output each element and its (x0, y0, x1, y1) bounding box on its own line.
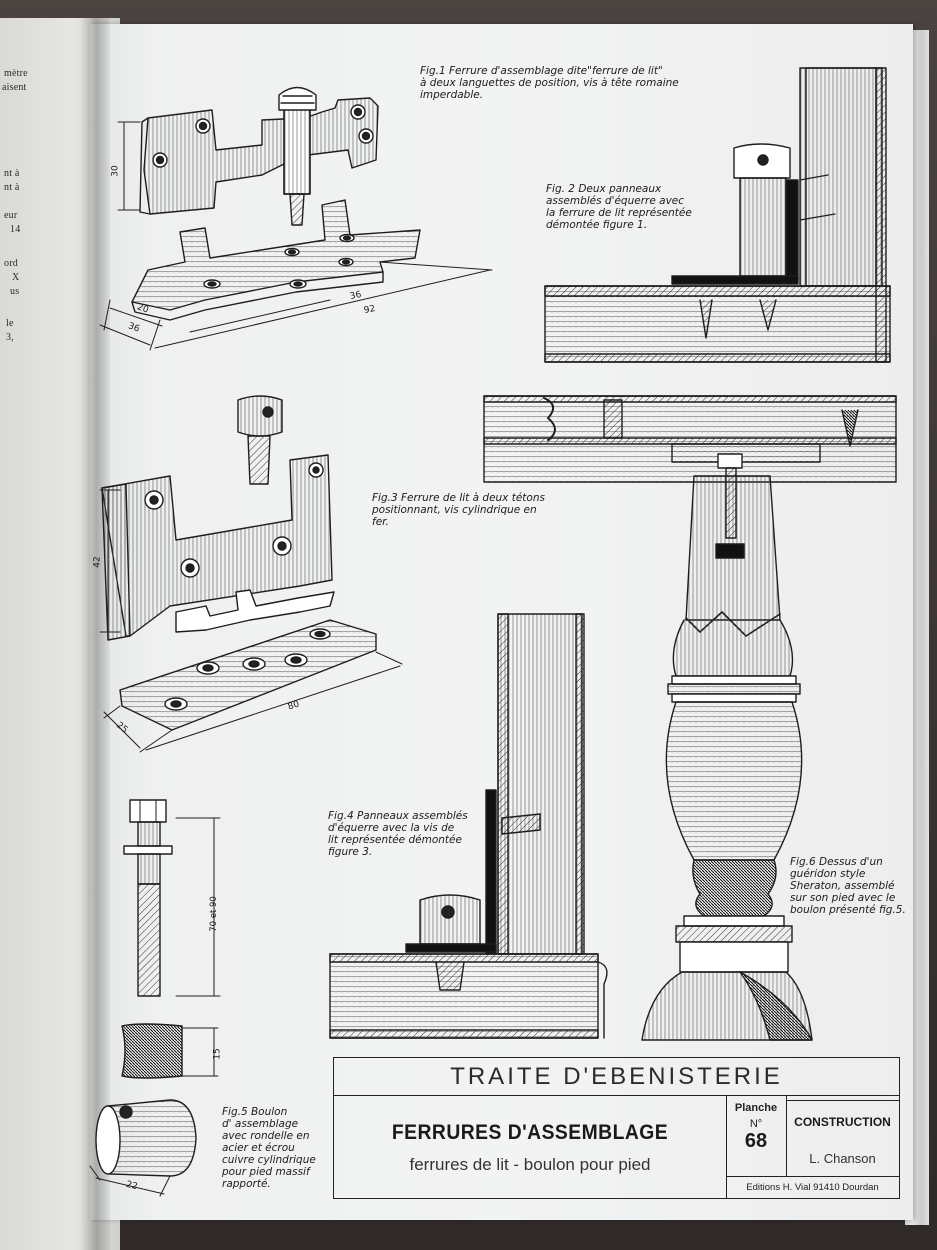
fig6-table-top (483, 395, 897, 483)
plate-subheading: ferrures de lit - boulon pour pied (409, 1155, 651, 1174)
caption-fig1: Fig.1 Ferrure d'assemblage dite"ferrure … (420, 65, 679, 101)
left-page-fragment: nt à (4, 168, 20, 179)
caption-fig3: Fig.3 Ferrure de lit à deux tétons posit… (372, 492, 545, 528)
fig5-bolt (89, 799, 221, 1197)
dim-fig3-height: 42 (92, 556, 103, 568)
left-page-fragment: us (10, 286, 20, 297)
fig3-bed-fitting (99, 395, 403, 753)
dim-fig1-height: 30 (110, 165, 121, 177)
caption-fig5: Fig.5 Boulon d' assemblage avec rondelle… (222, 1106, 316, 1190)
dim-fig1-c: 36 (349, 289, 363, 303)
dim-fig5-nut: 15 (212, 1048, 223, 1060)
planche-number: 68 (744, 1130, 768, 1152)
dim-fig1-d: 92 (363, 303, 377, 317)
book-gutter-shadow (80, 18, 110, 1250)
left-page-fragment: eur (4, 210, 18, 221)
plate-heading: FERRURES D'ASSEMBLAGE (391, 1121, 669, 1144)
category-label: CONSTRUCTION (794, 1115, 891, 1129)
author-name: L. Chanson (809, 1151, 876, 1166)
left-page-fragment: 14 (10, 224, 21, 235)
divider (786, 1100, 899, 1101)
left-page-fragment: X (12, 272, 20, 283)
left-page-fragment: 3, (6, 332, 14, 343)
left-page-fragment: aisent (2, 82, 27, 93)
category-cell: CONSTRUCTION L. Chanson (786, 1095, 899, 1176)
caption-fig4: Fig.4 Panneaux assemblés d'équerre avec … (328, 810, 468, 858)
title-block: TRAITE D'EBENISTERIE FERRURES D'ASSEMBLA… (333, 1057, 900, 1199)
left-page-fragment: ord (4, 258, 18, 269)
series-title: TRAITE D'EBENISTERIE (334, 1058, 899, 1096)
publisher-line: Editions H. Vial 91410 Dourdan (726, 1176, 899, 1199)
left-page-fragment: mètre (4, 68, 28, 79)
left-page-fragment: le (6, 318, 14, 329)
planche-label: Planche (734, 1102, 778, 1114)
fig6-pedestal-leg (641, 453, 813, 1041)
fig1-bed-fitting (99, 86, 493, 351)
fig4-panel-assembly (329, 613, 608, 1039)
caption-fig2: Fig. 2 Deux panneaux assemblés d'équerre… (546, 183, 692, 231)
dim-fig5-length: 70 et 90 (208, 896, 219, 932)
left-page-fragment: nt à (4, 182, 20, 193)
caption-fig6: Fig.6 Dessus d'un guéridon style Sherato… (790, 856, 906, 916)
fig2-panel-assembly (544, 67, 891, 363)
number-label: N° (749, 1118, 763, 1130)
title-block-main: FERRURES D'ASSEMBLAGE ferrures de lit - … (334, 1095, 727, 1198)
planche-cell: Planche N° 68 (726, 1095, 787, 1176)
